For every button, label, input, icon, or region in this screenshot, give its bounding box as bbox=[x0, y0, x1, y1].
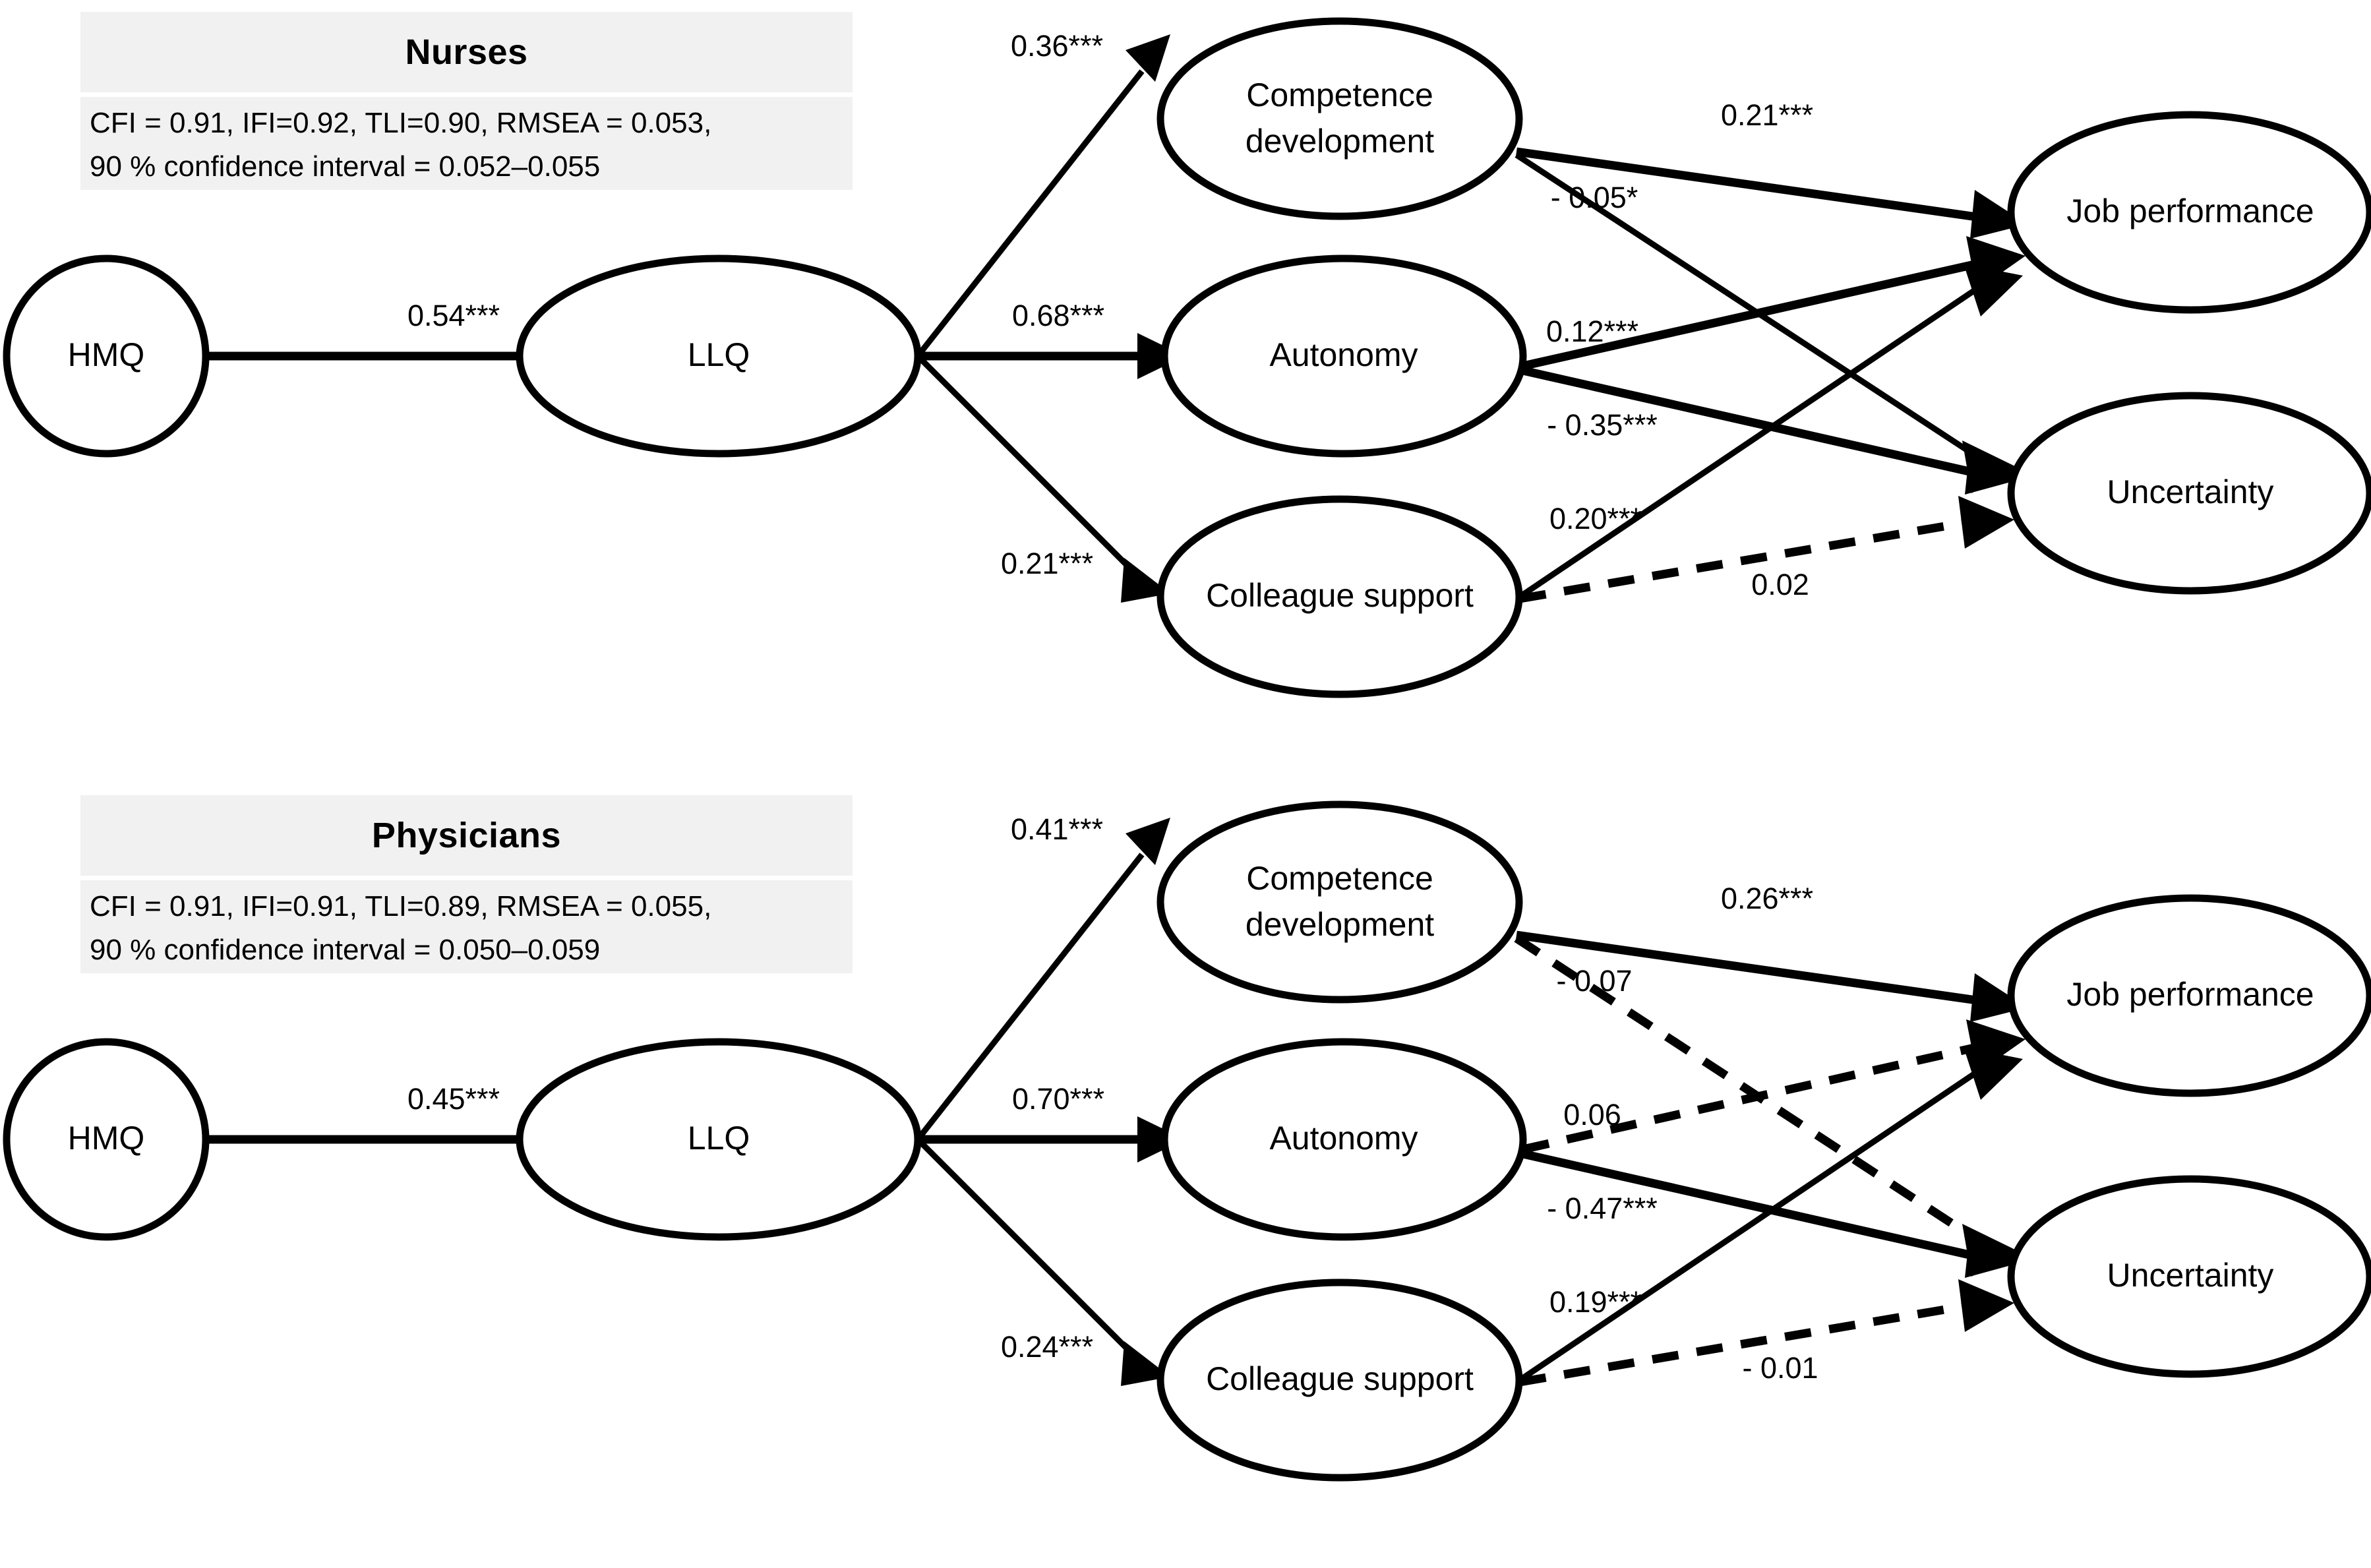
edge-colleague-to-job: 0.20*** bbox=[1518, 264, 2023, 599]
edge-label-hmq-llq: 0.45*** bbox=[407, 1082, 500, 1116]
nodes-physicians: HMQ LLQ Competence development Autonomy … bbox=[3, 800, 2371, 1482]
edge-autonomy-to-job: 0.06 bbox=[1522, 1019, 2026, 1154]
edge-llq-to-competence: 0.41*** bbox=[915, 812, 1170, 1141]
sem-diagram-nurses: 0.54*** 0.36*** 0.68*** 0.21*** bbox=[3, 17, 2371, 698]
node-label-colleague: Colleague support bbox=[1206, 1360, 1474, 1397]
node-colleague-support-physicians: Colleague support bbox=[1156, 1279, 1523, 1482]
fit-indices-line-1-physicians: CFI = 0.91, IFI=0.91, TLI=0.89, RMSEA = … bbox=[90, 890, 712, 922]
fit-indices-line-2-nurses: 90 % confidence interval = 0.052–0.055 bbox=[90, 150, 601, 183]
node-hmq-nurses: HMQ bbox=[3, 255, 210, 458]
node-label-uncertainty: Uncertainty bbox=[2107, 473, 2274, 510]
edge-autonomy-to-uncertainty: - 0.47*** bbox=[1522, 1149, 2023, 1278]
legend-title-box-nurses: Nurses bbox=[80, 12, 853, 92]
node-competence-development-nurses: Competence development bbox=[1156, 17, 1523, 220]
node-label-llq: LLQ bbox=[688, 1120, 750, 1157]
fit-indices-line-1-nurses: CFI = 0.91, IFI=0.92, TLI=0.90, RMSEA = … bbox=[90, 106, 712, 139]
legend-fit-box-nurses: CFI = 0.91, IFI=0.92, TLI=0.90, RMSEA = … bbox=[80, 97, 853, 190]
edge-label-autonomy-uncertainty: - 0.47*** bbox=[1547, 1191, 1658, 1225]
panel-title-physicians: Physicians bbox=[371, 816, 562, 855]
node-label-job-performance: Job performance bbox=[2066, 976, 2314, 1013]
node-autonomy-physicians: Autonomy bbox=[1160, 1038, 1527, 1241]
nodes-nurses: HMQ LLQ Competence development Autonomy … bbox=[3, 17, 2371, 698]
edge-label-autonomy-job: 0.12*** bbox=[1546, 315, 1638, 348]
edge-colleague-to-uncertainty: - 0.01 bbox=[1518, 1279, 2014, 1387]
node-label-uncertainty: Uncertainty bbox=[2107, 1257, 2274, 1294]
node-competence-development-physicians: Competence development bbox=[1156, 800, 1523, 1004]
edge-label-competence-uncertainty: - 0.07 bbox=[1556, 964, 1632, 998]
edge-label-colleague-uncertainty: 0.02 bbox=[1751, 568, 1809, 601]
fit-indices-line-2-physicians: 90 % confidence interval = 0.050–0.059 bbox=[90, 933, 601, 966]
edge-label-colleague-job: 0.20*** bbox=[1549, 502, 1642, 535]
edge-llq-to-autonomy: 0.68*** bbox=[918, 299, 1185, 379]
panel-title-nurses: Nurses bbox=[405, 32, 528, 72]
edge-label-colleague-job: 0.19*** bbox=[1549, 1285, 1642, 1319]
edge-label-llq-autonomy: 0.70*** bbox=[1012, 1082, 1104, 1116]
node-job-performance-physicians: Job performance bbox=[2007, 894, 2371, 1097]
edge-label-llq-autonomy: 0.68*** bbox=[1012, 299, 1104, 332]
node-label-autonomy: Autonomy bbox=[1269, 336, 1418, 373]
node-label-competence-line1: Competence bbox=[1246, 860, 1433, 897]
node-colleague-support-nurses: Colleague support bbox=[1156, 495, 1523, 698]
edge-hmq-to-llq: 0.54*** bbox=[206, 299, 568, 379]
edge-label-hmq-llq: 0.54*** bbox=[407, 299, 500, 332]
edge-llq-to-colleague: 0.24*** bbox=[915, 1137, 1170, 1386]
edge-hmq-to-llq: 0.45*** bbox=[206, 1082, 568, 1162]
edges-nurses: 0.54*** 0.36*** 0.68*** 0.21*** bbox=[206, 29, 2027, 603]
node-label-job-performance: Job performance bbox=[2066, 193, 2314, 229]
node-label-colleague: Colleague support bbox=[1206, 577, 1474, 614]
edge-label-llq-competence: 0.41*** bbox=[1011, 812, 1103, 846]
legend-title-box-physicians: Physicians bbox=[80, 795, 853, 876]
node-job-performance-nurses: Job performance bbox=[2007, 111, 2371, 314]
node-uncertainty-physicians: Uncertainty bbox=[2007, 1175, 2371, 1378]
edges-physicians: 0.45*** 0.41*** 0.70*** 0.24*** bbox=[206, 812, 2027, 1387]
edge-autonomy-to-uncertainty: - 0.35*** bbox=[1522, 366, 2023, 495]
edge-llq-to-autonomy: 0.70*** bbox=[918, 1082, 1185, 1162]
node-label-hmq: HMQ bbox=[68, 1120, 145, 1157]
node-label-competence-line1: Competence bbox=[1246, 76, 1433, 113]
edge-colleague-to-job: 0.19*** bbox=[1518, 1047, 2023, 1383]
panel-nurses: Nurses CFI = 0.91, IFI=0.92, TLI=0.90, R… bbox=[3, 12, 2371, 698]
edge-label-autonomy-uncertainty: - 0.35*** bbox=[1547, 408, 1658, 442]
edge-competence-to-job: 0.26*** bbox=[1516, 882, 2027, 1022]
panel-physicians: Physicians CFI = 0.91, IFI=0.91, TLI=0.8… bbox=[0, 783, 2371, 1568]
edge-colleague-to-uncertainty: 0.02 bbox=[1518, 496, 2014, 603]
edge-llq-to-competence: 0.36*** bbox=[915, 29, 1170, 358]
edge-label-colleague-uncertainty: - 0.01 bbox=[1742, 1351, 1818, 1385]
node-label-autonomy: Autonomy bbox=[1269, 1120, 1418, 1157]
node-hmq-physicians: HMQ bbox=[3, 1038, 210, 1241]
node-llq-nurses: LLQ bbox=[516, 255, 922, 458]
node-autonomy-nurses: Autonomy bbox=[1160, 255, 1527, 458]
node-label-competence-line2: development bbox=[1246, 906, 1434, 943]
edge-label-llq-competence: 0.36*** bbox=[1011, 29, 1103, 63]
edge-autonomy-to-job: 0.12*** bbox=[1522, 236, 2026, 371]
node-label-llq: LLQ bbox=[688, 336, 750, 373]
node-label-hmq: HMQ bbox=[68, 336, 145, 373]
node-label-competence-line2: development bbox=[1246, 123, 1434, 160]
edge-competence-to-job: 0.21*** bbox=[1516, 98, 2027, 239]
edge-label-llq-colleague: 0.24*** bbox=[1001, 1330, 1093, 1364]
node-uncertainty-nurses: Uncertainty bbox=[2007, 392, 2371, 595]
sem-diagram-physicians: 0.45*** 0.41*** 0.70*** 0.24*** bbox=[3, 800, 2371, 1482]
edge-label-autonomy-job: 0.06 bbox=[1563, 1098, 1621, 1131]
edge-label-competence-job: 0.21*** bbox=[1721, 98, 1813, 132]
legend-fit-box-physicians: CFI = 0.91, IFI=0.91, TLI=0.89, RMSEA = … bbox=[80, 880, 853, 973]
node-llq-physicians: LLQ bbox=[516, 1038, 922, 1241]
edge-label-competence-job: 0.26*** bbox=[1721, 882, 1813, 915]
edge-llq-to-colleague: 0.21*** bbox=[915, 353, 1170, 603]
edge-label-competence-uncertainty: - 0.05* bbox=[1551, 181, 1638, 214]
edge-label-llq-colleague: 0.21*** bbox=[1001, 547, 1093, 580]
